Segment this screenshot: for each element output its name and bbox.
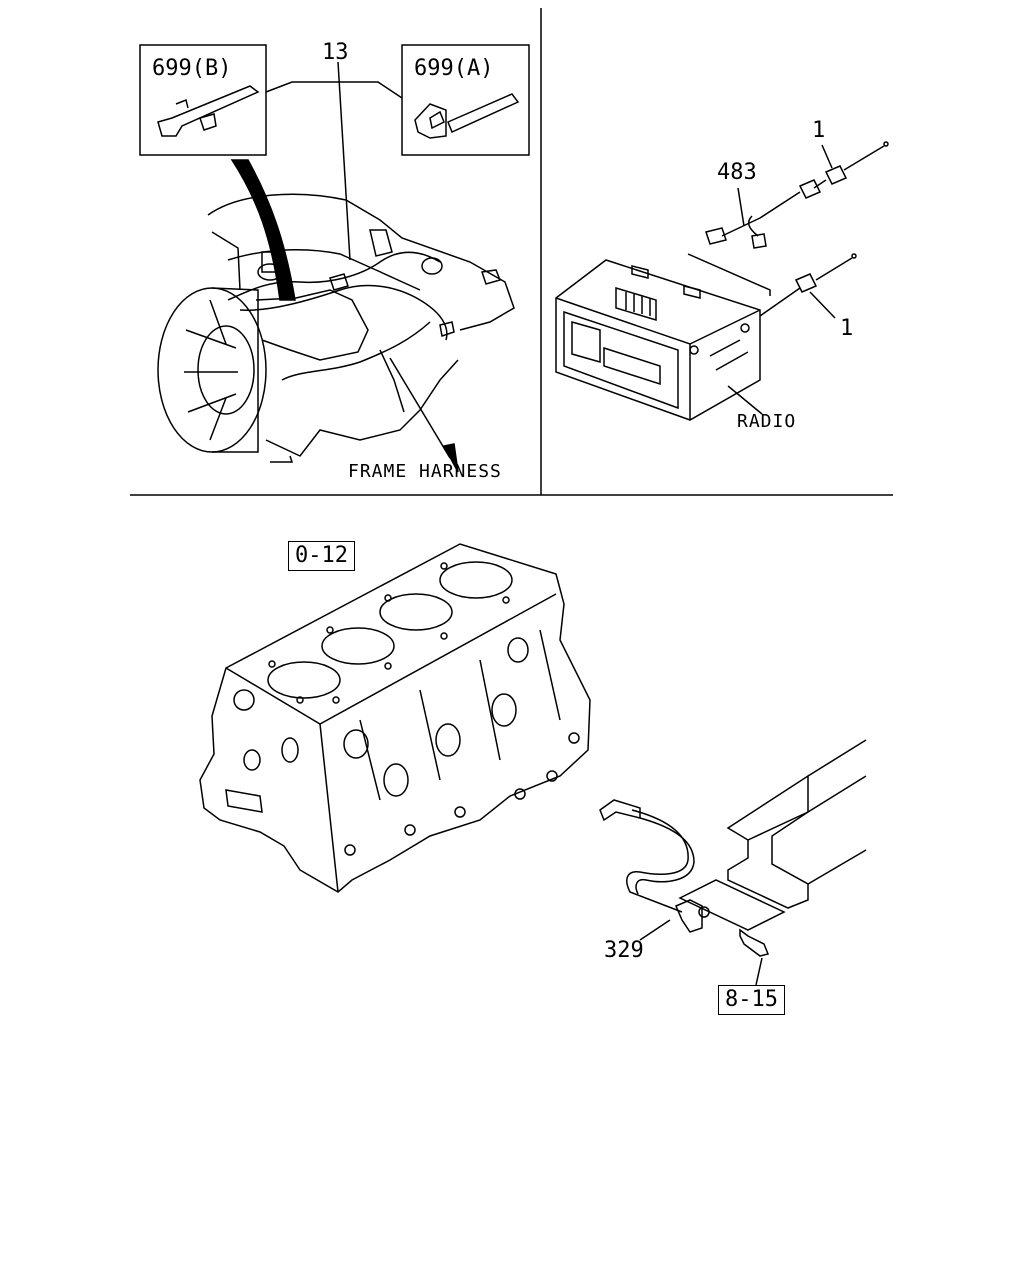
cylinder-block-illustration <box>199 543 591 893</box>
leader-lines-top <box>230 61 403 301</box>
label-699b: 699(B) <box>152 56 232 81</box>
label-radio: RADIO <box>737 411 797 432</box>
radio-illustration <box>555 253 771 421</box>
label-329: 329 <box>604 938 644 963</box>
detail-box-699b <box>139 44 267 156</box>
label-1-top: 1 <box>812 118 826 143</box>
label-1-bottom: 1 <box>840 316 854 341</box>
detail-box-699a <box>401 44 530 156</box>
radio-wiring <box>705 141 889 415</box>
label-0-12: 0-12 <box>288 541 355 571</box>
engine-harness-illustration <box>157 193 515 463</box>
frame-harness-arrow <box>389 357 459 473</box>
label-483: 483 <box>717 160 757 185</box>
label-8-15: 8-15 <box>718 985 785 1015</box>
label-699a: 699(A) <box>414 56 494 81</box>
label-13: 13 <box>322 40 349 65</box>
label-frame-harness: FRAME HARNESS <box>348 461 502 482</box>
ground-cable-illustration <box>599 739 867 986</box>
